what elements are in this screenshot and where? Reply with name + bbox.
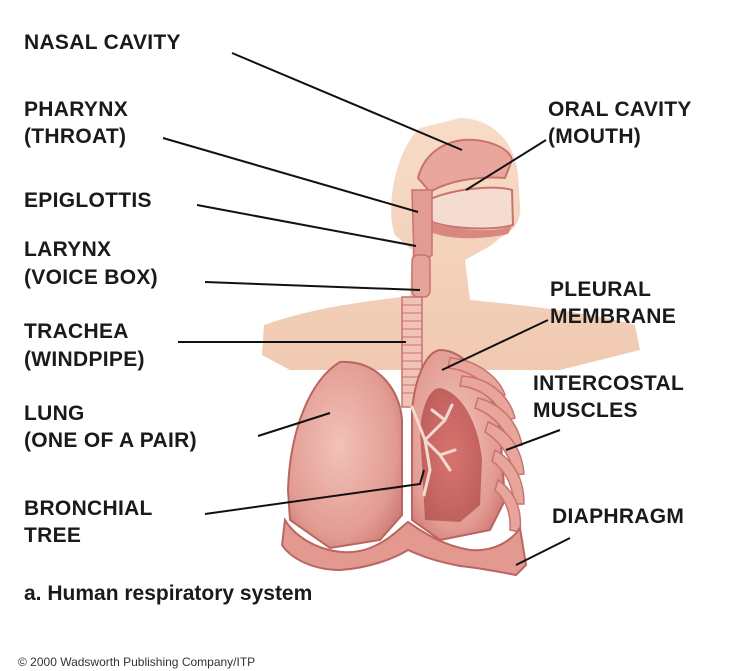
label-pharynx-throat: (THROAT) — [24, 123, 126, 150]
left-lung-shape — [288, 362, 402, 548]
pharynx-shape — [412, 190, 432, 262]
label-pleural-membrane: MEMBRANE — [550, 303, 676, 330]
label-intercostal-muscles: MUSCLES — [533, 397, 638, 424]
label-lung-one-of-a-pair: (ONE OF A PAIR) — [24, 427, 197, 454]
label-larynx-voice-box: (VOICE BOX) — [24, 264, 158, 291]
label-bronchial-tree: TREE — [24, 522, 81, 549]
label-larynx: LARYNX — [24, 236, 111, 263]
label-oral-cavity-mouth: (MOUTH) — [548, 123, 641, 150]
label-trachea: TRACHEA — [24, 318, 129, 345]
leader-nasal-cavity — [232, 53, 462, 150]
leader-epiglottis — [197, 205, 416, 246]
copyright-credit: © 2000 Wadsworth Publishing Company/ITP — [18, 655, 255, 669]
label-bronchial: BRONCHIAL — [24, 495, 153, 522]
label-diaphragm: DIAPHRAGM — [552, 503, 684, 530]
label-lung: LUNG — [24, 400, 85, 427]
leader-pharynx — [163, 138, 418, 212]
figure-caption: a. Human respiratory system — [24, 582, 312, 606]
label-oral-cavity: ORAL CAVITY — [548, 96, 692, 123]
label-intercostal: INTERCOSTAL — [533, 370, 684, 397]
label-pleural: PLEURAL — [550, 276, 651, 303]
label-nasal-cavity: NASAL CAVITY — [24, 29, 181, 56]
label-pharynx: PHARYNX — [24, 96, 128, 123]
label-trachea-windpipe: (WINDPIPE) — [24, 346, 145, 373]
leader-larynx — [205, 282, 420, 290]
label-epiglottis: EPIGLOTTIS — [24, 187, 152, 214]
